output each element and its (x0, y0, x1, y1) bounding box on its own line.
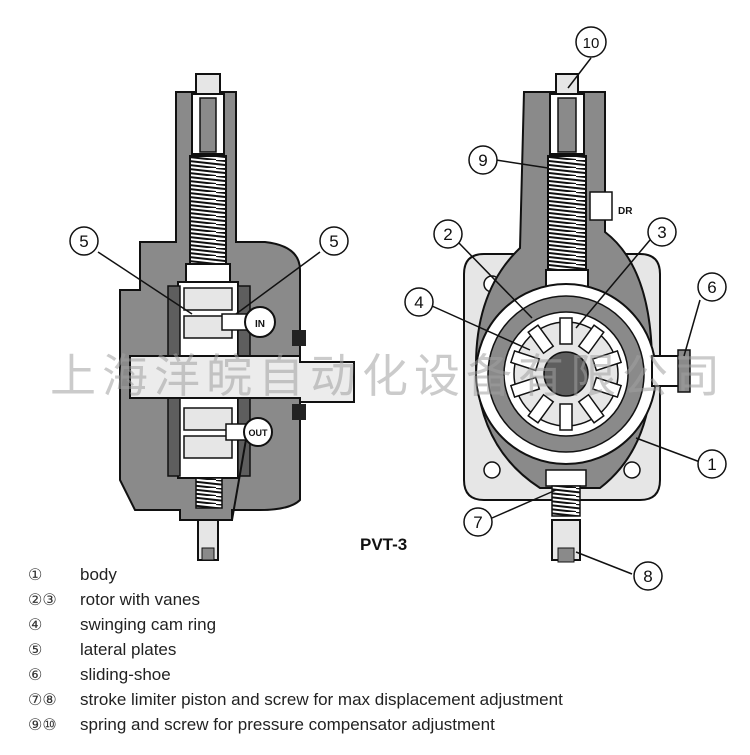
svg-text:7: 7 (473, 513, 482, 532)
legend-item: ① body (28, 562, 728, 587)
callout-5-right (319, 226, 349, 256)
legend-text: body (80, 564, 117, 584)
side-view: IN OUT (97, 73, 355, 561)
svg-text:10: 10 (583, 35, 600, 52)
port-out-circle (243, 417, 273, 447)
svg-text:6: 6 (707, 278, 716, 297)
svg-text:9: 9 (478, 151, 487, 170)
legend-item: ④ swinging cam ring (28, 612, 728, 637)
callouts: 5 5 10 9 2 3 4 6 1 7 8 (69, 26, 727, 591)
legend-text: rotor with vanes (80, 589, 200, 609)
callout-7 (463, 507, 493, 537)
legend-number: ⑤ (28, 641, 43, 659)
callout-1 (697, 449, 727, 479)
legend-number: ④ (28, 616, 43, 634)
callout-4 (404, 287, 434, 317)
callout-9 (468, 145, 498, 175)
legend-item: ②③ rotor with vanes (28, 587, 728, 612)
callout-3 (647, 217, 677, 247)
callout-5-left (69, 226, 99, 256)
left-spring (189, 155, 227, 267)
legend-number: ⑥ (28, 666, 43, 684)
svg-text:1: 1 (707, 455, 716, 474)
callout-6 (697, 272, 727, 302)
legend-text: lateral plates (80, 639, 177, 659)
left-shaft (129, 355, 355, 403)
shaft-hub (543, 351, 589, 397)
legend-number: ⑨⑩ (28, 716, 57, 734)
legend-number: ① (28, 566, 43, 584)
legend-item: ⑦⑧ stroke limiter piston and screw for m… (28, 687, 728, 712)
legend: ① body ②③ rotor with vanes ④ swinging ca… (28, 562, 728, 737)
port-dr-label: DR (618, 206, 633, 217)
legend-number: ②③ (28, 591, 57, 609)
port-in-label: IN (255, 319, 265, 330)
legend-item: ⑤ lateral plates (28, 637, 728, 662)
legend-text: swinging cam ring (80, 614, 217, 634)
callout-2 (433, 219, 463, 249)
right-spring (547, 155, 587, 273)
svg-text:2: 2 (443, 225, 452, 244)
svg-text:3: 3 (657, 223, 666, 242)
legend-item: ⑨⑩ spring and screw for pressure compens… (28, 712, 728, 737)
svg-text:5: 5 (79, 232, 88, 251)
legend-text: sliding-shoe (80, 664, 171, 684)
svg-text:4: 4 (414, 293, 423, 312)
port-in-circle (244, 306, 276, 338)
callout-10 (575, 26, 607, 58)
svg-text:8: 8 (643, 567, 652, 586)
front-view: DR (431, 57, 701, 575)
left-top-screw (195, 73, 221, 97)
legend-item: ⑥ sliding-shoe (28, 662, 728, 687)
svg-text:5: 5 (329, 232, 338, 251)
port-out-label: OUT (249, 428, 269, 438)
legend-text: stroke limiter piston and screw for max … (80, 689, 563, 709)
callout-8 (633, 561, 663, 591)
model-label: PVT-3 (360, 535, 408, 554)
legend-number: ⑦⑧ (28, 691, 57, 709)
legend-text: spring and screw for pressure compensato… (80, 714, 495, 734)
